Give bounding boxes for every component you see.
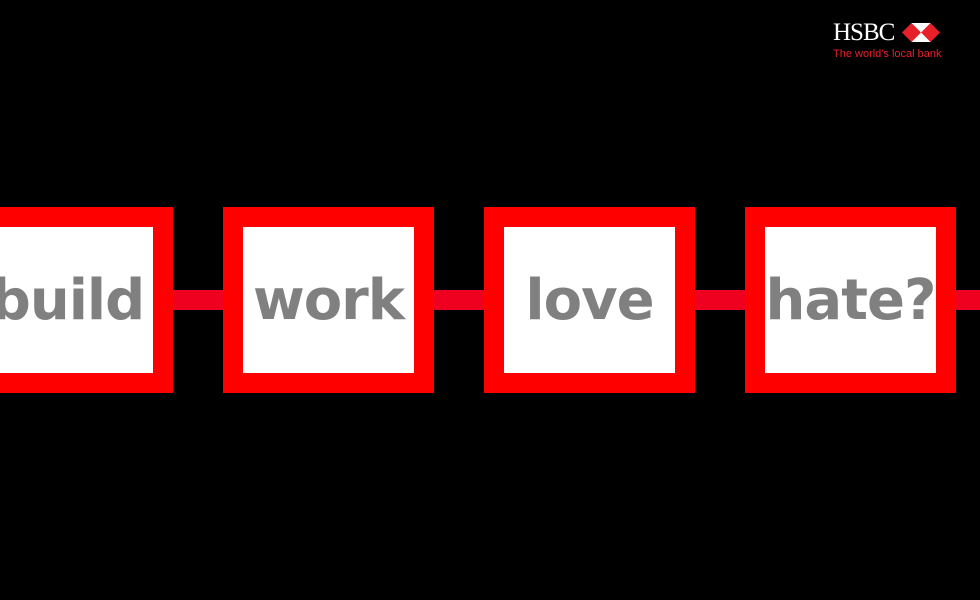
logo-name: HSBC bbox=[833, 19, 895, 46]
hsbc-logo: HSBC The world's local bank bbox=[833, 20, 942, 60]
logo-tagline: The world's local bank bbox=[833, 48, 942, 60]
word-box-build: build bbox=[0, 207, 173, 393]
word-box-hate: hate? bbox=[745, 207, 956, 393]
word-hate: hate? bbox=[765, 267, 937, 333]
word-work: work bbox=[252, 267, 405, 333]
word-box-work: work bbox=[223, 207, 434, 393]
hexagon-logo-icon bbox=[902, 23, 940, 42]
word-love: love bbox=[525, 267, 654, 333]
word-build: build bbox=[0, 267, 145, 333]
word-box-love: love bbox=[484, 207, 695, 393]
